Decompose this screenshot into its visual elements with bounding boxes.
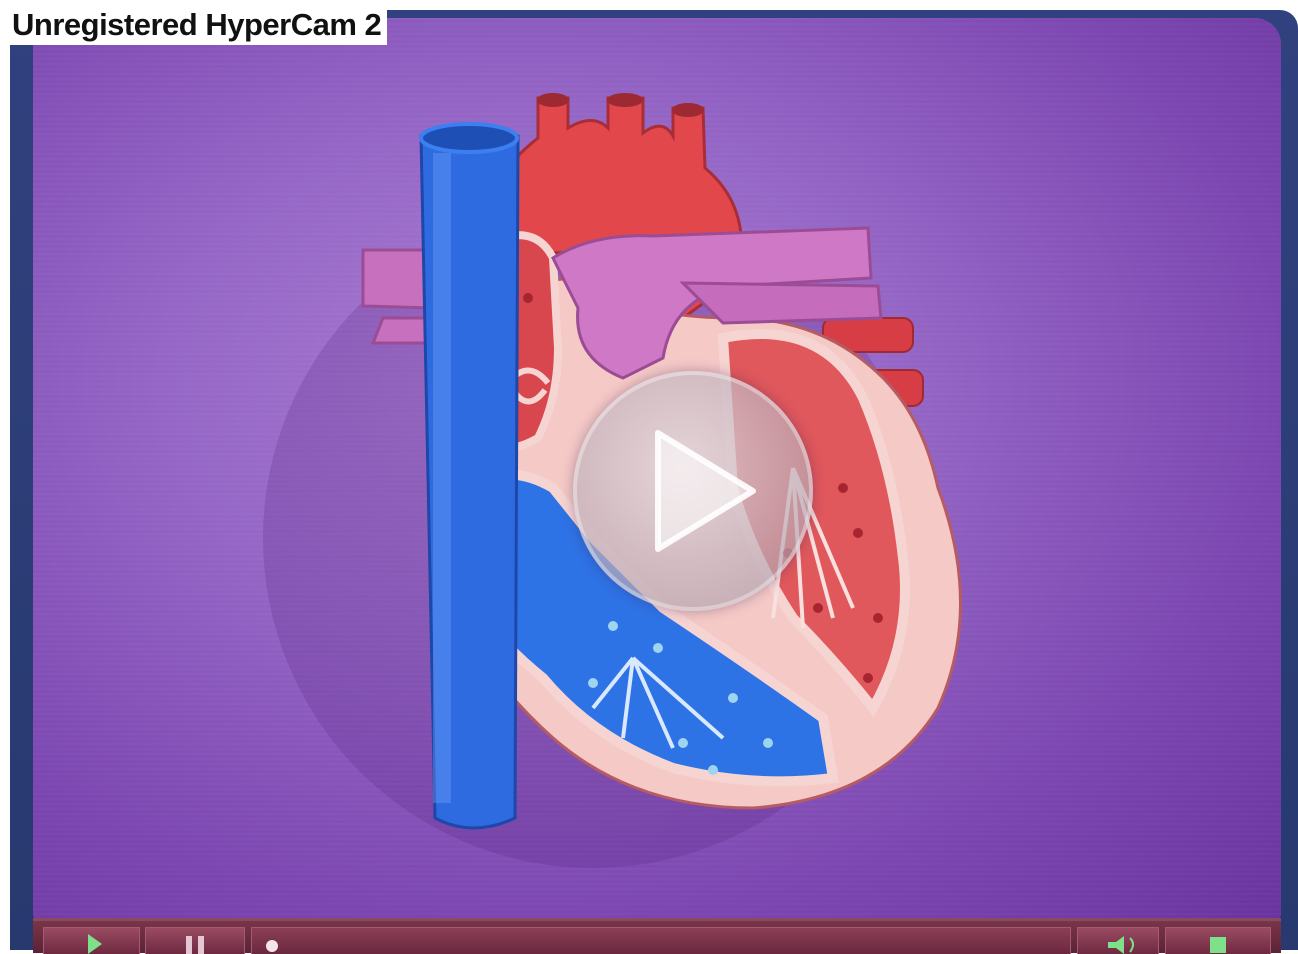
play-circle-icon	[573, 371, 813, 611]
play-overlay-button[interactable]	[573, 371, 813, 611]
volume-icon	[1078, 928, 1158, 954]
pause-icon	[146, 928, 244, 954]
vena-cava	[421, 124, 518, 828]
fullscreen-icon	[1166, 928, 1270, 954]
player-controls	[33, 918, 1281, 953]
video-stage[interactable]	[33, 18, 1281, 920]
seek-handle[interactable]	[266, 940, 278, 952]
play-icon	[44, 928, 139, 954]
hypercam-watermark: Unregistered HyperCam 2	[10, 6, 387, 45]
